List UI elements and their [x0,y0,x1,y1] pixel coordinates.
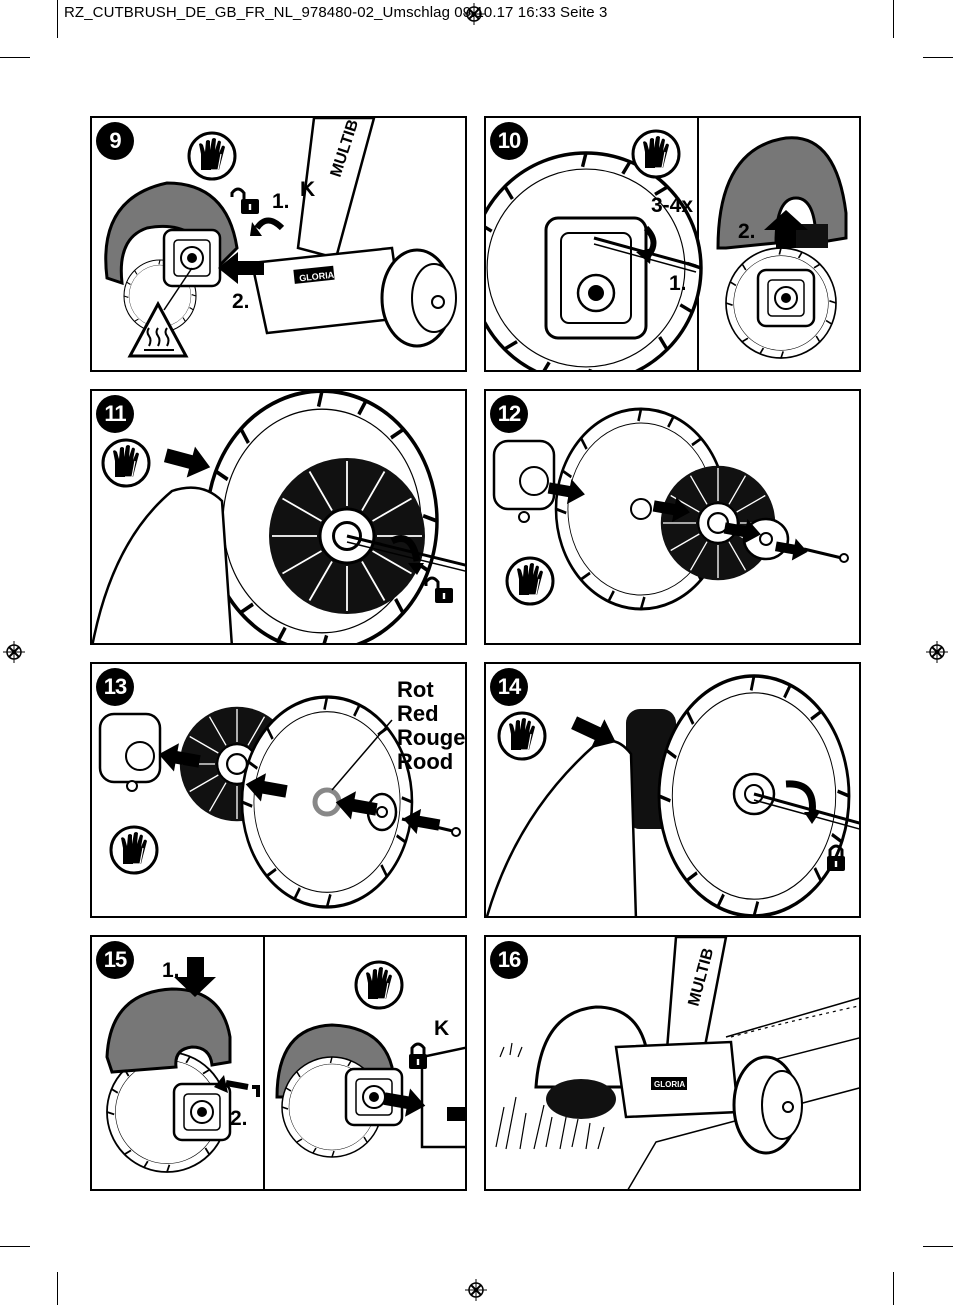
step-number: 11 [96,395,134,433]
step-panel-14: 14 [484,662,861,918]
step-number: 13 [96,668,134,706]
step-number: 16 [490,941,528,979]
step-2-label: 2. [232,290,250,314]
crop-mark [57,1272,58,1305]
step-panel-9: 9 MULTIB GLORIA 1. K 2. [90,116,467,372]
turns-label: 3-4x [651,194,693,218]
step-2-label: 2. [738,220,756,244]
step-panel-10: 10 3-4x 1. 2. [484,116,861,372]
color-marking-legend: Rot Red Rouge Rood [397,678,465,774]
step-panel-13: 13 Rot Red Rouge Rood [90,662,467,918]
k-label: K [434,1017,449,1041]
crop-mark [0,57,30,58]
crop-mark [893,0,894,38]
crop-mark [923,1246,953,1247]
k-label: K [300,178,315,202]
color-word-en: Red [397,702,465,726]
step-panel-15: 15 1. 2. K [90,935,467,1191]
crop-mark [0,1246,30,1247]
color-word-nl: Rood [397,750,465,774]
step-number: 12 [490,395,528,433]
crop-mark [57,0,58,38]
registration-mark-icon [926,641,948,663]
step-1-label: 1. [669,272,687,296]
registration-mark-icon [3,641,25,663]
step-panel-16: 16 MULTIB GLORIA [484,935,861,1191]
crop-mark [923,57,953,58]
print-header: RZ_CUTBRUSH_DE_GB_FR_NL_978480-02_Umschl… [64,4,607,21]
color-word-de: Rot [397,678,465,702]
step-1-label: 1. [272,190,290,214]
step-number: 14 [490,668,528,706]
step-2-label: 2. [230,1107,248,1131]
step-number: 10 [490,122,528,160]
registration-mark-icon [463,3,485,25]
registration-mark-icon [465,1279,487,1301]
step-number: 15 [96,941,134,979]
step-number: 9 [96,122,134,160]
color-word-fr: Rouge [397,726,465,750]
step-1-label: 1. [162,959,180,983]
crop-mark [893,1272,894,1305]
step-panel-11: 11 [90,389,467,645]
step-panel-12: 12 [484,389,861,645]
svg-text:GLORIA: GLORIA [654,1080,685,1089]
